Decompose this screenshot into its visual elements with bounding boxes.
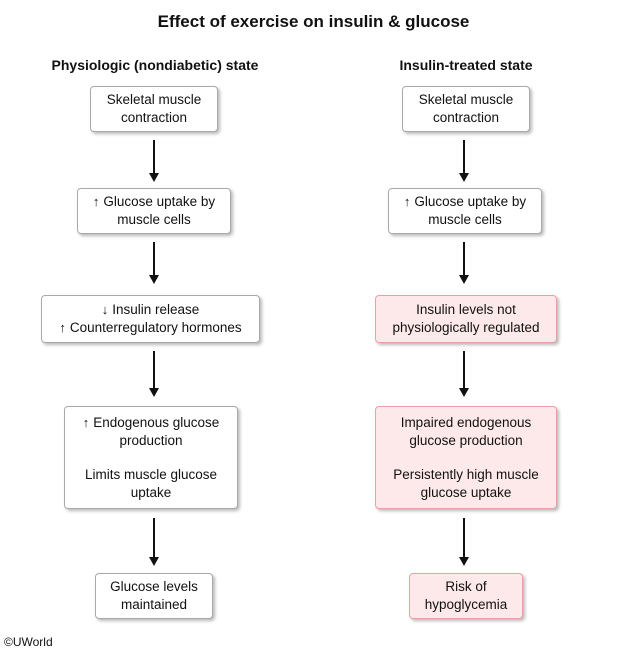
right-box2-line2: muscle cells	[428, 212, 502, 227]
copyright-text: ©UWorld	[4, 635, 53, 649]
up-arrow-icon: ↑	[59, 320, 66, 335]
left-box-glucose-maintained: Glucose levels maintained	[95, 573, 213, 619]
right-box1-line2: contraction	[432, 110, 500, 125]
left-arrow-2	[147, 242, 161, 284]
right-box5-line2: hypoglycemia	[424, 597, 508, 612]
right-box4-line1: Impaired endogenous	[400, 414, 532, 430]
left-box2-line2: muscle cells	[117, 212, 191, 227]
right-box-glucose-uptake: ↑Glucose uptake by muscle cells	[388, 188, 542, 234]
right-arrow-3	[457, 351, 471, 397]
right-box3-line1: Insulin levels not	[416, 302, 516, 317]
right-arrow-1	[457, 140, 471, 182]
right-box2-line1: Glucose uptake by	[414, 194, 527, 209]
left-box-muscle-contraction: Skeletal muscle contraction	[90, 86, 218, 132]
right-box-hypoglycemia-risk: Risk of hypoglycemia	[409, 573, 523, 619]
left-box5-line1: Glucose levels	[110, 579, 198, 594]
left-box4-line1: Endogenous glucose	[93, 414, 220, 430]
left-box2-line1: Glucose uptake by	[103, 194, 216, 209]
right-box5-line1: Risk of	[445, 579, 487, 594]
left-box4-line3: Limits muscle glucose	[84, 466, 218, 482]
left-box3-line1: Insulin release	[112, 302, 200, 317]
right-arrow-2	[457, 242, 471, 284]
left-box3-line2: Counterregulatory hormones	[69, 320, 242, 335]
down-arrow-icon: ↓	[101, 302, 109, 317]
right-box-insulin-not-regulated: Insulin levels not physiologically regul…	[375, 295, 557, 343]
left-arrow-3	[147, 351, 161, 397]
right-column-heading: Insulin-treated state	[399, 57, 533, 73]
right-box1-line1: Skeletal muscle	[418, 92, 514, 107]
right-box-muscle-contraction: Skeletal muscle contraction	[402, 86, 530, 132]
left-box4-line4: uptake	[130, 484, 172, 500]
up-arrow-icon: ↑	[82, 414, 90, 430]
left-box-glucose-uptake: ↑Glucose uptake by muscle cells	[77, 188, 231, 234]
up-arrow-icon: ↑	[92, 194, 100, 209]
diagram-title: Effect of exercise on insulin & glucose	[157, 12, 470, 31]
right-box3-line2: physiologically regulated	[392, 320, 540, 335]
left-box4-line2: production	[119, 432, 183, 448]
left-box5-line2: maintained	[120, 597, 188, 612]
up-arrow-icon: ↑	[403, 194, 411, 209]
right-box4-line3: Persistently high muscle	[393, 466, 539, 482]
left-box1-line2: contraction	[120, 110, 188, 125]
right-box4-line2: glucose production	[409, 432, 523, 448]
left-box-insulin-release: ↓Insulin release ↑Counterregulatory horm…	[41, 295, 260, 343]
left-arrow-1	[147, 140, 161, 182]
left-column-heading: Physiologic (nondiabetic) state	[51, 57, 259, 73]
right-box-impaired-production: Impaired endogenous glucose production P…	[375, 406, 557, 509]
left-arrow-4	[147, 518, 161, 566]
left-box-endogenous-glucose: ↑Endogenous glucose production Limits mu…	[64, 406, 238, 509]
right-arrow-4	[457, 518, 471, 566]
left-box1-line1: Skeletal muscle	[106, 92, 202, 107]
right-box4-line4: glucose uptake	[420, 484, 512, 500]
